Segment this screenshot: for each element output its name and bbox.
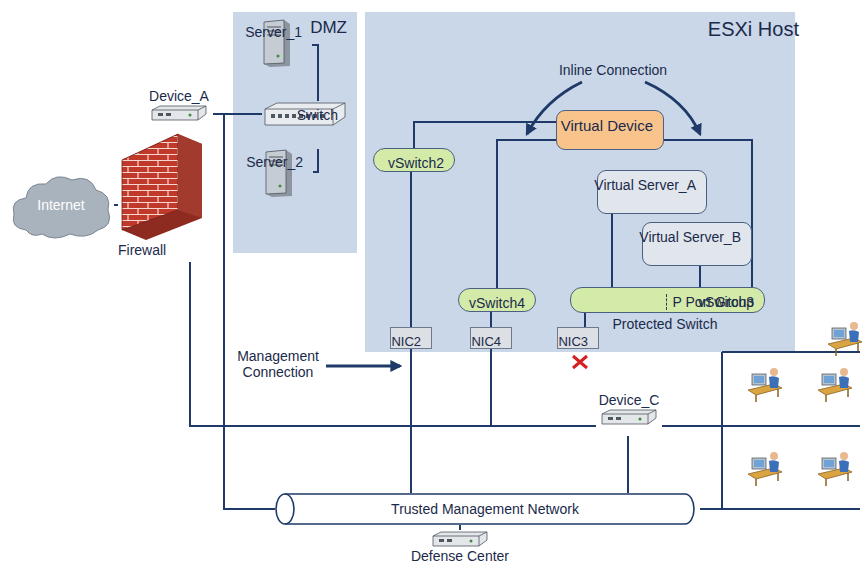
network-link — [611, 214, 613, 287]
region-node: DMZ Server_1SwitchServer_2 — [233, 12, 357, 253]
network-link — [414, 122, 556, 148]
network-link — [497, 140, 556, 288]
cloud-label: Internet — [37, 197, 84, 213]
firewall-label: Firewall — [118, 242, 166, 258]
box-node: vSwitch4 — [458, 288, 536, 312]
device-node: Defense Center — [410, 530, 510, 582]
server-label: Server_1 — [245, 24, 302, 40]
network-link — [190, 262, 596, 426]
workstation-icon — [748, 368, 782, 402]
network-link — [114, 204, 118, 206]
workstation-icon — [818, 452, 852, 486]
server-node: Server_2 — [243, 148, 313, 224]
box-label: vSwitch4 — [469, 295, 525, 311]
switch-node: Switch — [262, 101, 348, 149]
lan-wires — [662, 352, 860, 509]
network-label: Trusted Management Network — [388, 501, 582, 517]
box-label: Virtual Device — [561, 117, 653, 134]
workstation-icon — [748, 452, 782, 486]
box-node: Virtual Device — [556, 110, 664, 150]
box-node: Virtual Server_A — [597, 170, 707, 214]
network-link — [699, 266, 701, 287]
icon — [600, 408, 658, 426]
network-link — [410, 349, 412, 493]
workstations — [748, 322, 862, 486]
nic-node: NIC2 — [390, 327, 432, 349]
callout-label: Protected Switch — [610, 316, 720, 332]
network-link — [410, 172, 412, 327]
nic-label: NIC2 — [391, 334, 421, 349]
tube-node: Trusted Management Network — [275, 493, 695, 525]
box-label: Virtual Server_A — [594, 177, 696, 193]
network-link — [584, 313, 586, 327]
box-node: Virtual Server_B — [642, 222, 752, 266]
device-label: Defense Center — [411, 548, 509, 564]
box-label: Virtual Server_B — [639, 229, 741, 245]
red-x — [573, 356, 587, 368]
server-node: Server_1 — [240, 18, 312, 94]
esxi-region — [365, 12, 795, 352]
firewall-node: Firewall — [118, 130, 204, 262]
box-node: vSwitch2 — [373, 148, 455, 172]
nic-node: NIC3 — [557, 327, 599, 349]
nic-label: NIC3 — [558, 334, 588, 349]
region-label: ESXi Host — [708, 18, 799, 41]
dmz-region — [233, 12, 357, 253]
network-link — [627, 436, 629, 493]
workstation-icon — [818, 368, 852, 402]
box-label: vSwitch2 — [388, 155, 444, 171]
network-link — [459, 525, 461, 530]
callout-label: Management Connection — [228, 348, 328, 380]
network-link — [491, 349, 596, 426]
box-node: vSwitch3P Port Group — [570, 287, 765, 313]
callout-label: Inline Connection — [548, 62, 678, 78]
device-node: Device_C — [596, 392, 662, 436]
switch-label: Switch — [297, 107, 338, 123]
icon — [118, 130, 204, 242]
device-label: Device_A — [149, 88, 209, 104]
network-link — [490, 312, 492, 327]
box-label: P Port Group — [666, 294, 754, 310]
nic-node: NIC4 — [470, 327, 512, 349]
cloud-node: Internet — [8, 168, 114, 242]
network-link — [312, 45, 318, 101]
device-node: Device_A — [145, 88, 213, 124]
server-label: Server_2 — [246, 154, 303, 170]
network-link — [313, 149, 318, 172]
device-label: Device_C — [599, 392, 660, 408]
icon — [150, 104, 208, 122]
icon — [431, 530, 489, 548]
workstation-icon — [828, 322, 862, 356]
nic-label: NIC4 — [471, 334, 501, 349]
region-label: DMZ — [310, 18, 347, 38]
